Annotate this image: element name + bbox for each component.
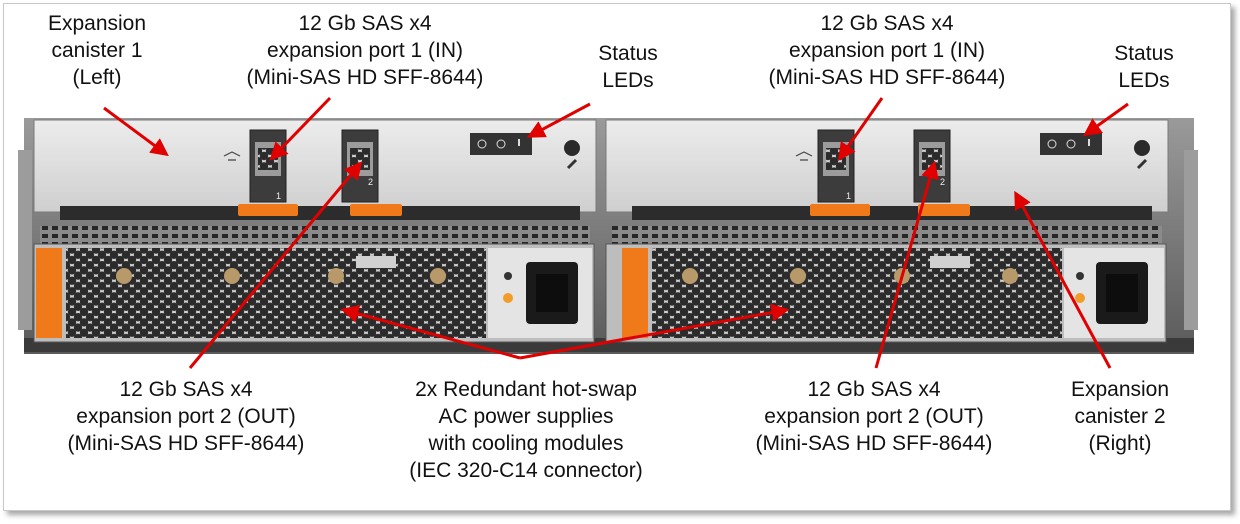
callout-line: expansion port 2 (OUT) — [76, 405, 296, 428]
fault-led-icon — [1088, 139, 1090, 146]
psu-handle-left[interactable] — [36, 248, 62, 338]
callout-line: LEDs — [602, 69, 654, 92]
power-led-icon — [1047, 139, 1057, 149]
callout-line: (Right) — [1088, 432, 1152, 455]
callout-expansion-canister-2: Expansion canister 2 (Right) — [1050, 376, 1190, 457]
callout-expansion-port-1-in-right: 12 Gb SAS x4 expansion port 1 (IN) (Mini… — [728, 10, 1046, 91]
callout-line: with cooling modules — [428, 432, 624, 455]
callout-line: expansion port 2 (OUT) — [764, 405, 984, 428]
port-number-label: 1 — [276, 191, 281, 201]
callout-line: expansion port 1 (IN) — [266, 39, 464, 62]
latch-right-1[interactable] — [810, 204, 870, 216]
callout-expansion-canister-1: Expansion canister 1 (Left) — [34, 10, 160, 91]
arrow-out-left — [188, 161, 363, 369]
arrow-status-left — [526, 102, 591, 138]
power-supply-left — [33, 243, 595, 343]
sas-port-out-left[interactable] — [341, 129, 379, 203]
callout-line: 2x Redundant hot-swap — [415, 378, 637, 401]
callout-line: 12 Gb SAS x4 — [298, 12, 432, 35]
callout-expansion-port-2-out-left: 12 Gb SAS x4 expansion port 2 (OUT) (Min… — [26, 376, 346, 457]
callout-line: canister 1 — [51, 39, 143, 62]
callout-expansion-port-2-out-right: 12 Gb SAS x4 expansion port 2 (OUT) (Min… — [712, 376, 1036, 457]
arrow-in-right — [837, 97, 884, 161]
callout-line: 12 Gb SAS x4 — [807, 378, 941, 401]
arrow-canister-1 — [103, 106, 169, 157]
port-number-label: 2 — [940, 177, 945, 187]
arrow-status-right — [1083, 102, 1129, 137]
callout-line: (Mini-SAS HD SFF-8644) — [768, 66, 1006, 89]
arrow-in-left — [269, 96, 332, 161]
callout-line: Status — [1114, 42, 1174, 65]
callout-line: (Mini-SAS HD SFF-8644) — [246, 66, 484, 89]
callout-status-leds-right: Status LEDs — [1094, 40, 1194, 94]
status-leds-right — [1040, 133, 1150, 170]
fault-led-icon — [518, 139, 520, 146]
status-leds-left — [470, 133, 580, 170]
arrow-out-right — [874, 160, 939, 369]
fan-grille-icon — [66, 248, 486, 338]
latch-left-2[interactable] — [350, 204, 402, 216]
latch-left-1[interactable] — [238, 204, 298, 216]
callout-line: expansion port 1 (IN) — [788, 39, 986, 62]
callout-line: AC power supplies — [438, 405, 614, 428]
status-led-icon — [1066, 139, 1076, 149]
callout-line: Expansion — [47, 12, 147, 35]
callout-expansion-port-1-in-left: 12 Gb SAS x4 expansion port 1 (IN) (Mini… — [206, 10, 524, 91]
wrench-icon — [1136, 158, 1148, 170]
callout-line: 12 Gb SAS x4 — [820, 12, 954, 35]
reset-button[interactable] — [564, 140, 580, 156]
callout-line: Expansion — [1070, 378, 1170, 401]
vent-strip-left — [40, 226, 590, 246]
vent-strip-right — [612, 226, 1162, 246]
callout-line: LEDs — [1118, 69, 1170, 92]
callout-power-supplies: 2x Redundant hot-swap AC power supplies … — [376, 376, 676, 484]
callout-line: (Mini-SAS HD SFF-8644) — [755, 432, 993, 455]
callout-line: (IEC 320-C14 connector) — [409, 459, 643, 482]
callout-arrows — [103, 96, 1129, 369]
callout-line: (Left) — [72, 66, 122, 89]
wrench-icon — [566, 158, 578, 170]
port-number-label: 1 — [846, 191, 851, 201]
callout-line: canister 2 — [1074, 405, 1166, 428]
callout-line: (Mini-SAS HD SFF-8644) — [67, 432, 305, 455]
arrow-psu-left — [340, 305, 521, 360]
latch-right-2[interactable] — [918, 204, 970, 216]
arrow-psu-right — [519, 303, 790, 360]
power-led-icon — [477, 139, 487, 149]
psu-handle-right[interactable] — [622, 248, 648, 338]
arrow-canister-2 — [1014, 190, 1112, 369]
callout-line: 12 Gb SAS x4 — [119, 378, 253, 401]
sas-port-icon — [223, 151, 813, 161]
power-supply-right — [605, 243, 1167, 343]
port-number-label: 2 — [368, 177, 373, 187]
callout-line: Status — [598, 42, 658, 65]
reset-button[interactable] — [1134, 140, 1150, 156]
callout-status-leds-left: Status LEDs — [578, 40, 678, 94]
status-led-icon — [496, 139, 506, 149]
